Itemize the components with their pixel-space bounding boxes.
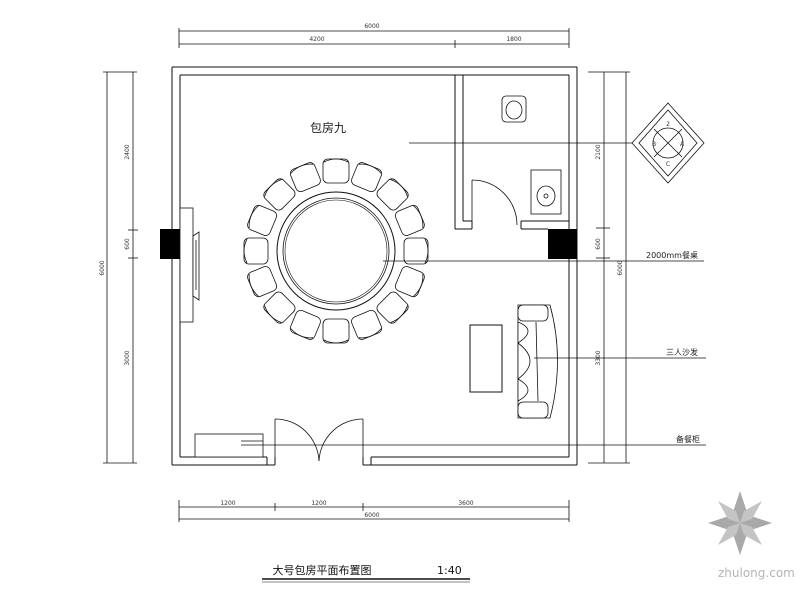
dining-chair [376, 178, 409, 211]
table-size-label: 2000mm餐桌 [646, 250, 698, 260]
dining-chair [322, 158, 350, 184]
dining-chair [263, 291, 296, 324]
dim-left-total: 6000 [99, 260, 106, 275]
dining-chair [247, 204, 278, 236]
dining-chair [376, 291, 409, 324]
dining-chair [351, 162, 383, 193]
washroom-door [471, 179, 518, 226]
dim-top-right: 1800 [506, 36, 521, 43]
column-right [548, 229, 577, 259]
dim-right-upper: 2100 [595, 144, 602, 159]
dim-right-mid: 600 [595, 238, 602, 250]
entry-double-door [274, 418, 364, 462]
dining-chair [394, 204, 425, 236]
dim-top-left: 4200 [309, 36, 324, 43]
cabinet-label: 备餐柜 [676, 434, 700, 444]
dining-chair [247, 266, 278, 298]
dining-chair [322, 318, 350, 344]
dim-left-lower: 3000 [124, 350, 131, 365]
dim-bottom-total: 6000 [364, 512, 379, 519]
index-letter-left: B [652, 141, 656, 148]
index-letter-top: 2 [666, 121, 670, 128]
dining-chair [403, 237, 429, 265]
room-walls [171, 66, 578, 466]
dining-chair [394, 266, 425, 298]
dim-bottom-seg-1: 1200 [220, 500, 235, 507]
drawing-scale: 1:40 [437, 564, 462, 577]
room-name-label: 包房九 [310, 120, 346, 135]
leader-lines [241, 142, 706, 446]
top-dimension-lines [178, 28, 570, 48]
dim-bottom-seg-2: 1200 [311, 500, 326, 507]
index-letter-bottom: C [666, 161, 670, 168]
toilet [501, 95, 527, 123]
serving-cabinet [194, 433, 264, 458]
elevation-index-symbol [631, 102, 705, 184]
dim-bottom-seg-3: 3600 [458, 500, 473, 507]
watermark-text: zhulong.com [718, 566, 795, 580]
dining-chairs [243, 158, 429, 344]
watermark-logo [708, 491, 772, 555]
coffee-table [469, 324, 503, 393]
right-dimension-lines [588, 71, 630, 464]
dining-chair [289, 162, 321, 193]
dining-chair [263, 178, 296, 211]
title-underline [262, 578, 470, 583]
three-seat-sofa [517, 304, 558, 419]
wash-basin [530, 169, 562, 215]
index-letter-right: A [680, 141, 685, 148]
tv-cabinet [179, 207, 200, 323]
sofa-label: 三人沙发 [666, 347, 698, 357]
dining-chair [351, 309, 383, 340]
dim-left-upper: 2400 [124, 144, 131, 159]
dining-chair [289, 309, 321, 340]
dim-top-total: 6000 [364, 23, 379, 30]
drawing-title: 大号包房平面布置图 [273, 563, 372, 577]
dim-right-total: 6000 [617, 260, 624, 275]
dim-left-mid: 600 [124, 238, 131, 250]
bottom-dimension-lines [178, 500, 570, 522]
left-dimension-lines [103, 71, 138, 464]
round-dining-table [276, 191, 396, 311]
dining-chair [243, 237, 269, 265]
